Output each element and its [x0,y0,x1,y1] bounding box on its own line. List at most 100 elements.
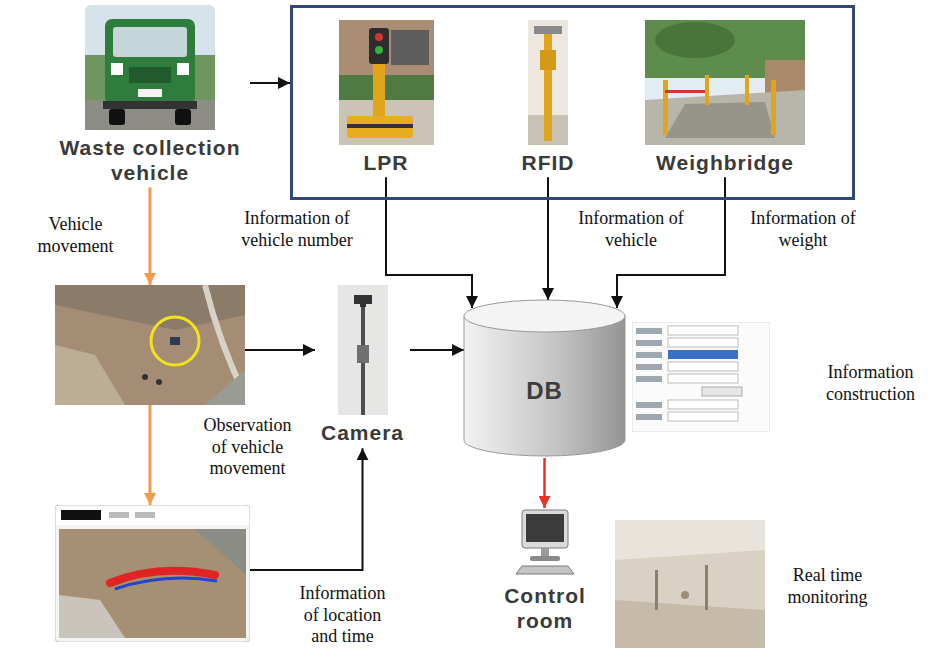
edge-label: Information of weight [728,208,878,251]
door-sign [111,63,123,75]
weighbridge-node: Weighbridge [630,20,820,175]
weigh-picture [645,20,805,145]
vehicle-label: Waste collection vehicle [50,135,250,185]
wheel [109,109,125,125]
monitor-screen [526,514,564,542]
keyboard [516,566,574,574]
device-group: LPR RFID Weighbridge [290,5,855,200]
tree-crown [655,22,735,58]
database-label: DB [462,377,627,405]
slope [195,529,246,575]
rfid-pole [544,26,552,141]
database-cylinder: DB [462,298,627,458]
rfid-reader [540,50,556,70]
lpr-node: LPR [336,20,436,175]
form-field-label [636,376,662,382]
grille [129,67,171,83]
road [85,100,215,130]
window [391,30,429,65]
form-field-label [636,414,662,420]
monitoring-label: Real time monitoring [775,565,880,608]
connector-arrow [250,82,290,84]
post [663,80,668,135]
post [705,565,708,610]
vehicle-track [110,571,215,583]
device-label: LPR [336,150,436,175]
control-room-label: Control room [490,583,600,633]
sky [615,520,765,560]
form-field-label [636,340,662,346]
lpr-picture [339,20,434,145]
pole-cap [534,26,562,34]
form-button [702,387,742,396]
camera-node: Camera [315,285,410,445]
camera-head [354,295,372,304]
post [655,570,658,610]
highlight-circle [151,317,199,365]
camera-mount [360,303,366,307]
form-field-label [636,364,662,370]
connector-arrow [547,177,549,300]
form-input [668,338,738,347]
tracking-screen-node [55,505,250,642]
base-stripe [347,124,413,128]
toolbar-item [109,512,129,518]
connector-arrow [543,458,546,508]
cylinder-top [464,300,625,332]
monitorPhoto-picture [615,520,765,648]
brick-wall [339,20,434,145]
connector-arrow [410,349,464,351]
truck-cab [105,19,195,105]
truck-picture [85,5,215,130]
device-label: RFID [503,150,593,175]
note-label: Information construction [808,362,933,405]
heap [205,370,245,405]
lpr-head [369,28,389,64]
connector-arrow [245,349,315,351]
title-bar [56,506,249,525]
pc-picture [510,508,580,578]
form-input [668,400,738,409]
device-label: Weighbridge [630,150,820,175]
worker [156,379,162,385]
sky [338,285,388,415]
form-field-label [636,352,662,358]
monitor-neck [541,548,549,556]
edge-label: Observation of vehicle movement [195,415,300,480]
dirt-ground [55,285,245,405]
signal-light [375,46,383,54]
road [645,90,805,145]
form-input [668,412,738,421]
edge-label: Information of vehicle number [222,208,372,251]
bumper [103,101,197,109]
form-field-label [636,402,662,408]
ground [615,600,765,648]
worker [142,374,148,380]
screen-picture [55,505,250,642]
monitor-base [530,556,560,561]
form-input [668,374,738,383]
rfid-node: RFID [503,20,593,175]
scale-plate [665,102,775,138]
post [745,75,749,105]
control-room-node: Control room [490,508,600,633]
pole-picture [338,285,388,415]
sky [645,20,805,145]
door-sign [177,63,189,75]
form-input [668,326,738,335]
vehicle-track [115,578,217,589]
site-photo [615,520,765,648]
form-input-selected [668,350,738,359]
toolbar-item [135,512,155,518]
form-field-label [636,328,662,334]
aerial-picture [55,285,245,405]
form-panel [632,322,770,432]
edge-label: Information of vehicle [556,208,706,251]
monitoring-node: Real time monitoring [615,520,885,648]
gravel [55,345,125,405]
connector-arrow [149,187,152,285]
number-plate [138,89,162,97]
camera-label: Camera [315,420,410,445]
edge-label: Vehicle movement [18,214,133,257]
